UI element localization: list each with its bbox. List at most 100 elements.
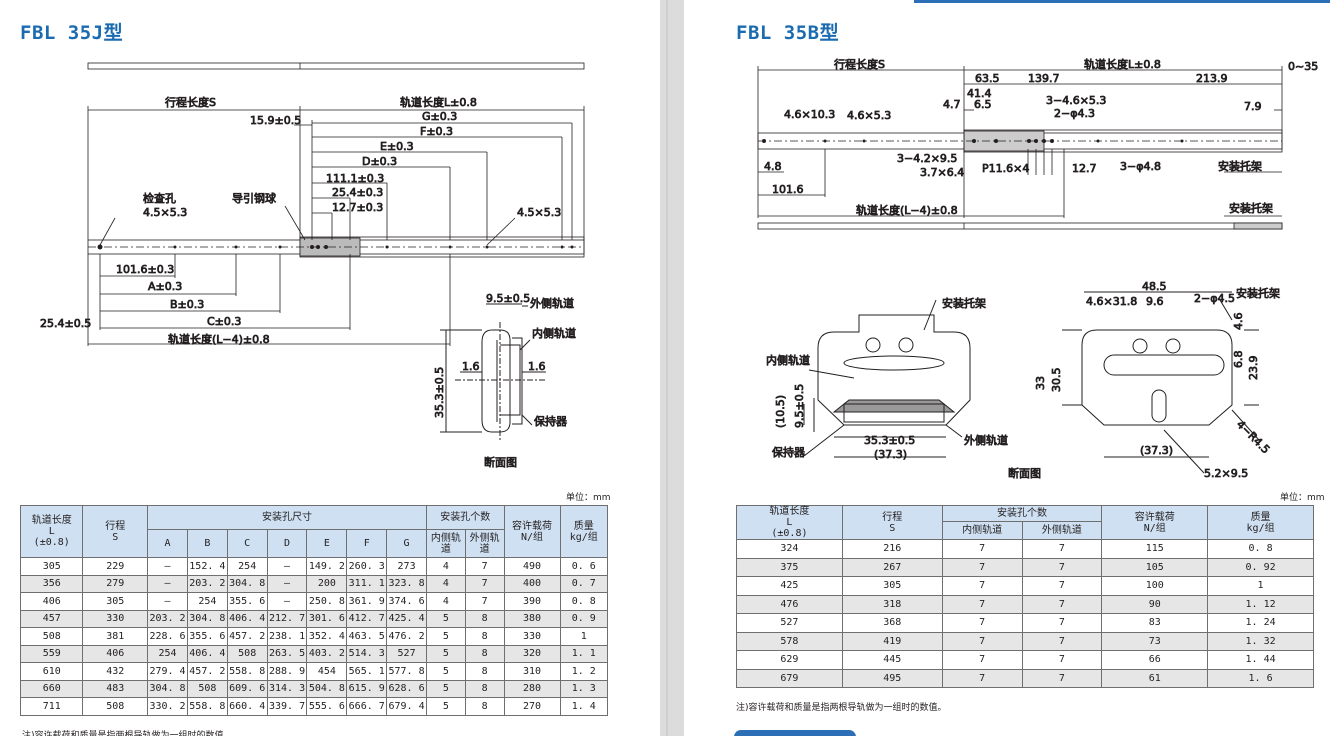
label-30-5: 30.5 [1050,368,1063,393]
label-101-6: 101.6 [772,183,804,196]
label-9-5: 9.5±0.5 [486,292,530,305]
label-bracket-2: 安装托架 [1229,201,1273,215]
th-count: 安装孔个数 [425,505,505,530]
label-48-5: 48.5 [1142,280,1167,293]
table-cell: 1. 1 [559,644,609,663]
dimension-lines [87,106,585,346]
table-cell: 330 [503,627,561,646]
page-gutter [660,0,684,736]
label-4-8: 4.8 [764,160,782,173]
table-cell: 260. 3 [346,557,388,576]
table-cell: 406 [19,592,84,611]
table-cell: — [266,592,308,611]
section-heading-pill [734,730,856,736]
table-cell: 490 [503,557,561,576]
label-5-2: 5.2×9.5 [1204,467,1248,480]
table-cell: 305 [841,576,943,596]
page-title-fbl35j: FBL 35J型 [20,22,124,44]
table-cell: 304. 8 [147,679,188,698]
table-cell: 412. 7 [346,609,388,628]
table-cell: 381 [82,627,149,646]
table-cell: 565. 1 [346,662,388,681]
table-cell: 5 [425,627,466,646]
label-0-35: 0~35 [1288,60,1318,73]
label-12-7: 12.7 [1072,162,1097,175]
table-cell: 666. 7 [346,697,388,716]
table-cell: 304. 8 [186,609,228,628]
table-cell: — [266,557,308,576]
label-g: G±0.3 [422,110,457,123]
table-cell: 577. 8 [386,662,427,681]
label-rail-l4: 轨道长度(L−4)±0.8 [168,332,270,346]
bracket-view [1062,291,1260,474]
table-cell: 1. 32 [1207,631,1314,651]
label-37-3-b: (37.3) [1140,444,1173,457]
table-cell: 83 [1101,613,1209,633]
table-cell: 375 [736,557,843,577]
label-41-4: 41.4 [967,87,992,100]
label-15-9: 15.9±0.5 [250,114,301,127]
table-cell: 457. 2 [226,627,268,646]
table-cell: 229 [82,557,149,576]
table-cell: 457 [19,609,84,628]
table-cell: 254 [147,644,188,663]
table-cell: 7 [464,557,505,576]
label-25-4: 25.4±0.3 [332,186,383,199]
label-hole-size: 4.5×5.3 [143,206,187,219]
table-cell: 374. 6 [386,592,427,611]
label-4-6x31-8: 4.6×31.8 [1086,295,1137,308]
table-cell: 0. 8 [1207,539,1314,559]
label-4-6x5-3: 4.6×5.3 [847,109,891,122]
cross-section [440,303,546,440]
table-cell: 483 [82,679,149,698]
table-cell: 0. 7 [559,574,609,593]
th-f: F [346,529,388,558]
table-cell: 457. 2 [186,662,228,681]
table-cell: 527 [736,613,843,633]
table-cell: 425 [736,576,843,596]
table-cell: 355. 6 [226,592,268,611]
label-213-9: 213.9 [1196,72,1228,85]
table-cell: 4 [425,592,466,611]
table-cell: 7 [1021,631,1103,651]
table-cell: 445 [841,650,943,670]
label-section: 断面图 [1008,466,1041,480]
page-title-fbl35b: FBL 35B型 [736,22,840,44]
table-note: 注)容许载荷和质量是指两根导轨做为一组时的数值。 [736,703,947,713]
table-cell: 711 [19,697,84,716]
label-101-6: 101.6±0.3 [116,263,174,276]
label-guide-ball: 导引钢球 [232,191,276,205]
label-d: D±0.3 [362,155,397,168]
label-12-7: 12.7±0.3 [332,201,383,214]
table-cell: 305 [19,557,84,576]
label-2-43: 2−φ4.3 [1054,107,1095,120]
table-cell: 0. 92 [1207,557,1314,577]
table-cell: 149. 2 [306,557,348,576]
table-cell: 352. 4 [306,627,348,646]
table-cell: 238. 1 [266,627,308,646]
unit-label: 单位：mm [1280,493,1325,503]
table-cell: 7 [1021,539,1103,559]
label-r4-5: 4−R4.5 [1234,418,1272,456]
table-cell: 7 [941,613,1023,633]
table-cell: 508 [82,697,149,716]
table-cell: 314. 3 [266,679,308,698]
label-4-6: 4.6 [1232,313,1245,331]
unit-label: 单位：mm [566,493,611,503]
top-accent-bar [914,0,1330,3]
table-cell: 495 [841,668,943,688]
th-count: 安装孔个数 [941,505,1103,522]
table-cell: 476 [736,594,843,614]
table-cell: 5 [425,662,466,681]
table-cell: 90 [1101,594,1209,614]
